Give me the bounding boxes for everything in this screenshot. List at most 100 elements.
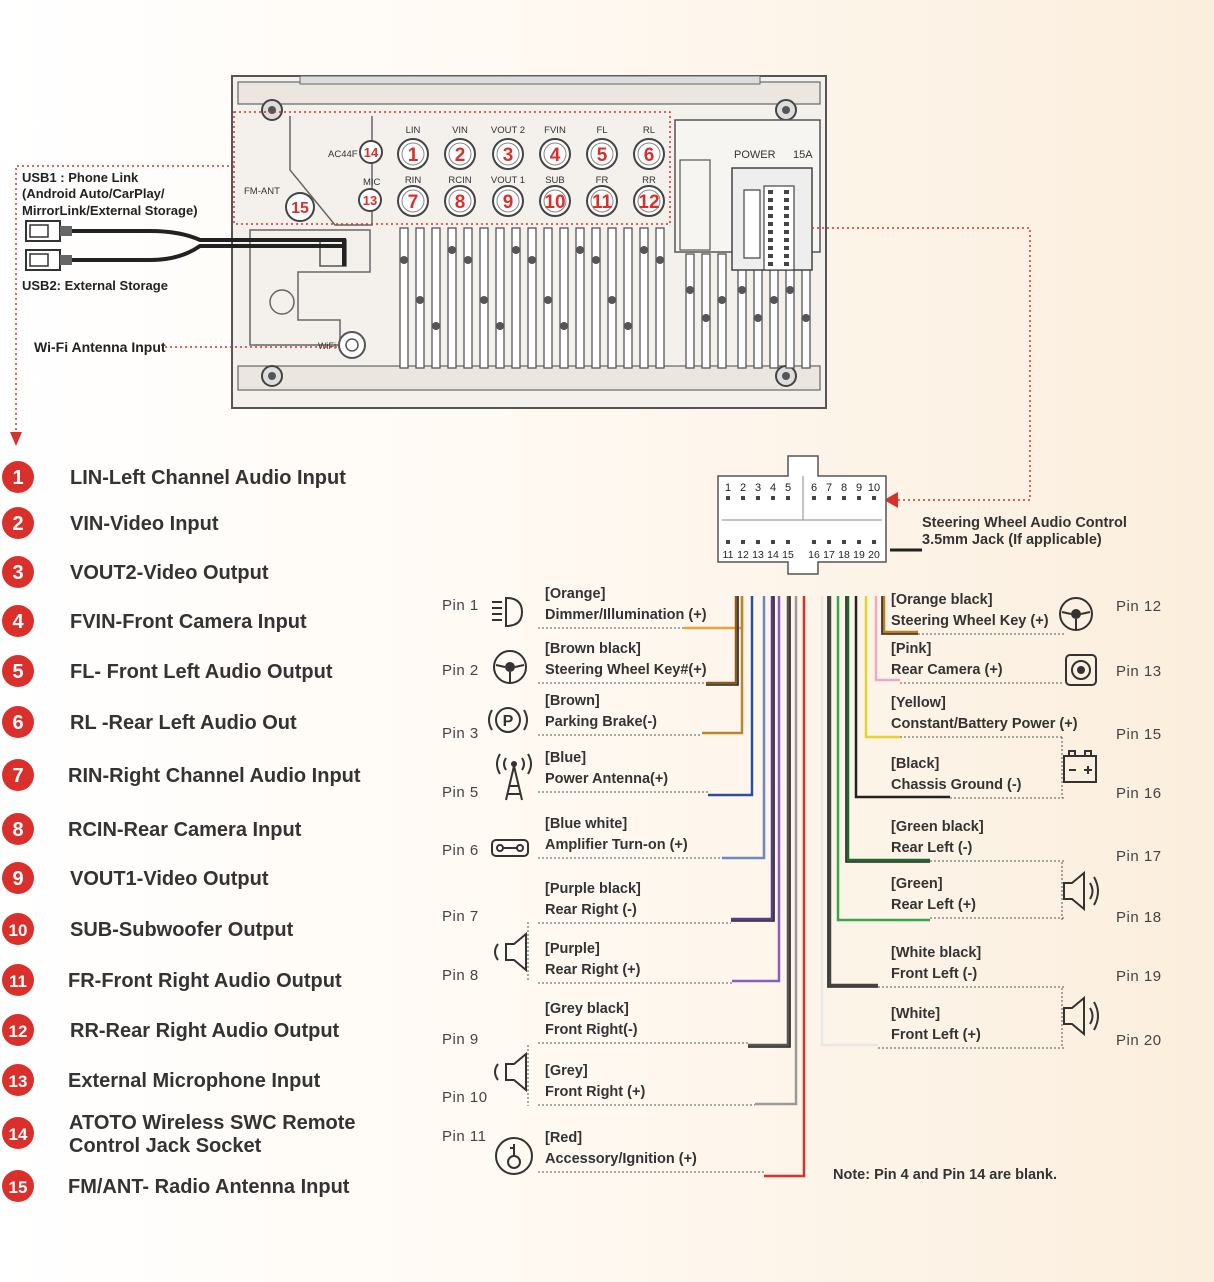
power-pin bbox=[784, 262, 789, 266]
wifi-port-icon bbox=[338, 331, 366, 359]
connector-pin bbox=[857, 540, 861, 544]
port-label: VOUT 2 bbox=[491, 125, 525, 136]
fin-rivet bbox=[576, 246, 584, 254]
fin bbox=[655, 227, 665, 369]
pin-number: Pin 17 bbox=[1116, 848, 1162, 865]
screw-icon bbox=[261, 99, 283, 121]
fin bbox=[495, 227, 505, 369]
wire-function: Steering Wheel Key (+) bbox=[891, 613, 1049, 629]
wire bbox=[755, 596, 798, 1106]
legend-number: 11 bbox=[9, 972, 27, 991]
legend-number: 15 bbox=[9, 1178, 28, 1197]
pin-number: Pin 6 bbox=[442, 842, 479, 859]
pin-number: Pin 11 bbox=[442, 1128, 486, 1145]
wire-color-name: [Orange black] bbox=[891, 592, 993, 608]
legend-number-badge bbox=[2, 862, 34, 894]
power-pin bbox=[784, 190, 789, 194]
usb2-label: USB2: External Storage bbox=[22, 278, 168, 293]
connector-pin-number: 16 bbox=[808, 549, 820, 561]
fin bbox=[527, 227, 537, 369]
speaker-icon bbox=[494, 931, 527, 973]
legend-number: 5 bbox=[12, 661, 23, 683]
connector-pin-number: 5 bbox=[785, 482, 791, 494]
power-pin bbox=[768, 246, 773, 250]
port-number: 10 bbox=[544, 192, 565, 213]
steering-jack-line1: Steering Wheel Audio Control bbox=[922, 515, 1127, 531]
port-label: RL bbox=[643, 125, 655, 136]
fin bbox=[785, 253, 795, 369]
legend-number-badge bbox=[2, 507, 34, 539]
steering-jack-line2: 3.5mm Jack (If applicable) bbox=[922, 532, 1102, 548]
wire-color-name: [Blue] bbox=[545, 750, 586, 766]
power-pin bbox=[768, 222, 773, 226]
fin bbox=[769, 253, 779, 369]
pin-number: Pin 13 bbox=[1116, 663, 1162, 680]
fin bbox=[639, 227, 649, 369]
wire bbox=[722, 596, 766, 860]
connector-pin-number: 11 bbox=[723, 549, 734, 561]
screw-icon bbox=[775, 365, 797, 387]
antenna-tower-icon bbox=[496, 753, 532, 801]
power-pin bbox=[784, 222, 789, 226]
power-pin bbox=[768, 238, 773, 242]
wire-function: Accessory/Ignition (+) bbox=[545, 1151, 697, 1167]
wire-function: Front Left (-) bbox=[891, 966, 977, 982]
connector-pin-number: 2 bbox=[740, 482, 746, 494]
wire bbox=[854, 596, 950, 799]
fin-rivet bbox=[544, 296, 552, 304]
fin-rivet bbox=[686, 286, 694, 294]
fuse-label: 15A bbox=[793, 149, 813, 161]
port-label: VOUT 1 bbox=[491, 175, 525, 186]
wifi-label: WiFi bbox=[318, 341, 336, 351]
screw-icon bbox=[261, 365, 283, 387]
fin-rivet bbox=[770, 296, 778, 304]
pin-number: Pin 18 bbox=[1116, 909, 1162, 926]
fin-rivet bbox=[496, 322, 504, 330]
pin-number: Pin 20 bbox=[1116, 1032, 1162, 1049]
fin-rivet bbox=[786, 286, 794, 294]
fin bbox=[753, 253, 763, 369]
legend-text: FL- Front Left Audio Output bbox=[70, 661, 333, 683]
wire-harness bbox=[684, 596, 950, 1178]
headlight-icon bbox=[492, 596, 524, 628]
fin bbox=[701, 253, 711, 369]
connector-pin-number: 8 bbox=[841, 482, 847, 494]
fin bbox=[559, 227, 569, 369]
wire-function: Parking Brake(-) bbox=[545, 714, 657, 730]
ignition-key-icon bbox=[495, 1137, 533, 1175]
connector-pin bbox=[827, 496, 831, 500]
legend-text: RL -Rear Left Audio Out bbox=[70, 712, 297, 734]
fin-rivet bbox=[432, 322, 440, 330]
fin bbox=[591, 227, 601, 369]
wire-function: Amplifier Turn-on (+) bbox=[545, 837, 688, 853]
connector-pin bbox=[842, 496, 846, 500]
legend-text: External Microphone Input bbox=[68, 1070, 321, 1092]
wire-function: Rear Left (+) bbox=[891, 897, 976, 913]
fin bbox=[575, 227, 585, 369]
wire-color-name: [Brown black] bbox=[545, 641, 641, 657]
speaker-icon bbox=[494, 1051, 527, 1093]
legend-number-badge bbox=[2, 1064, 34, 1096]
usb-plug-icon bbox=[25, 249, 72, 271]
power-pin bbox=[768, 198, 773, 202]
connector-pin-number: 4 bbox=[770, 482, 776, 494]
fin-rivet bbox=[592, 256, 600, 264]
port-number: 5 bbox=[597, 145, 608, 166]
port-number: 7 bbox=[408, 192, 419, 213]
connector-pin-number: 7 bbox=[826, 482, 832, 494]
wire bbox=[748, 596, 790, 1047]
connector-pin-number: 10 bbox=[868, 482, 880, 494]
pin-number: Pin 5 bbox=[442, 784, 479, 801]
power-pin bbox=[784, 254, 789, 258]
wire-function: Front Left (+) bbox=[891, 1027, 981, 1043]
port-number: 11 bbox=[592, 192, 613, 213]
port-number: 2 bbox=[455, 145, 466, 166]
wire bbox=[820, 596, 878, 1047]
usb1-line1: USB1 : Phone Link bbox=[22, 170, 139, 185]
port-label: SUB bbox=[545, 175, 565, 186]
wire-function: Dimmer/Illumination (+) bbox=[545, 607, 707, 623]
legend-number: 7 bbox=[12, 765, 23, 787]
connector-pin bbox=[726, 540, 730, 544]
